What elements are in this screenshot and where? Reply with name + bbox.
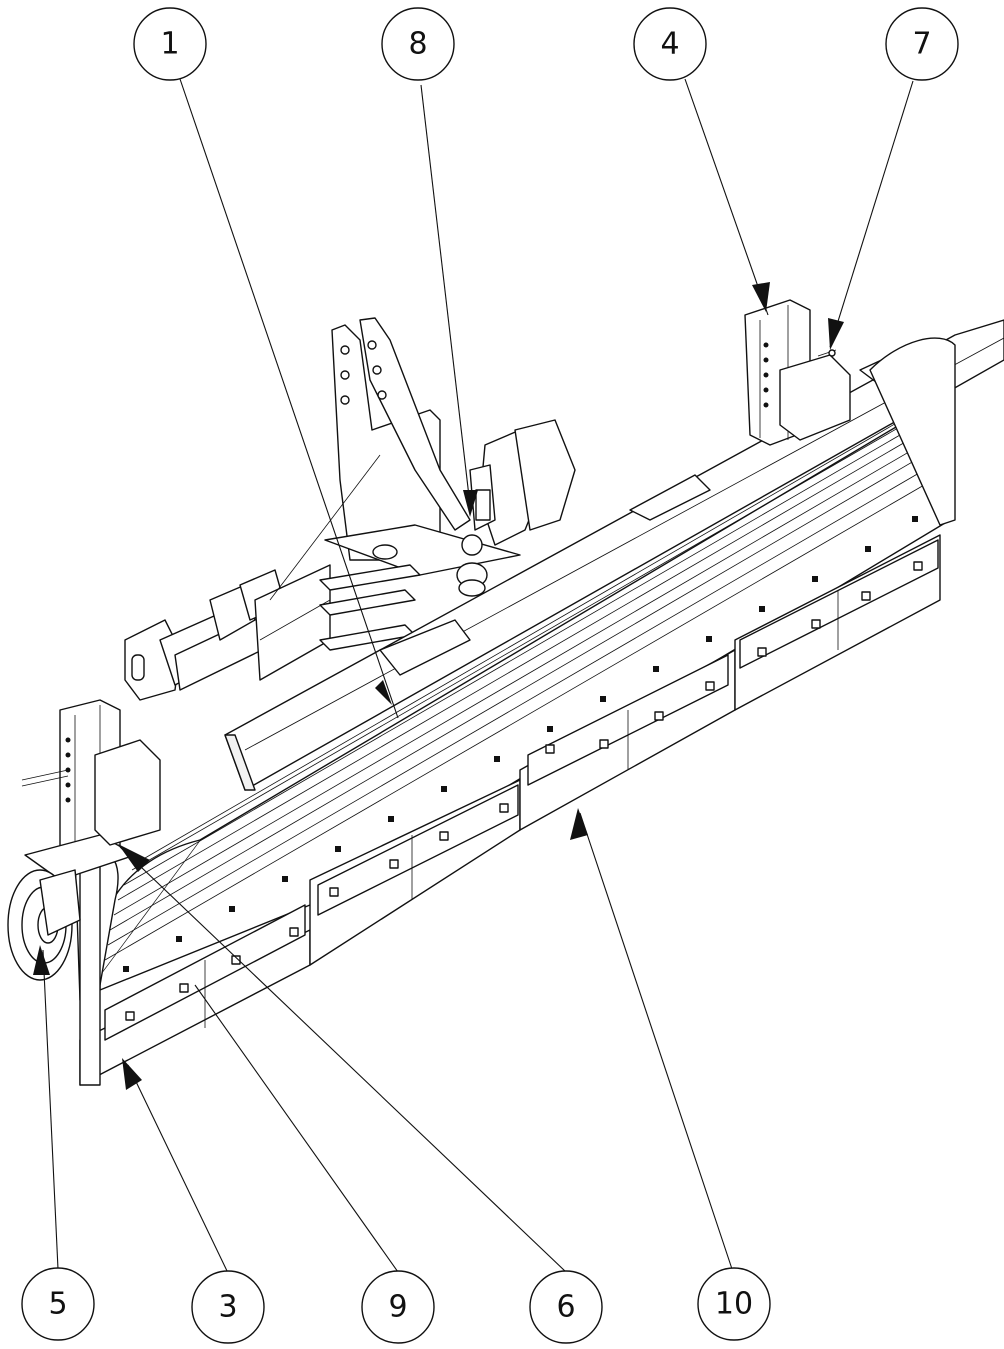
arrowhead-4	[752, 282, 770, 312]
callout-5-label: 5	[48, 1287, 67, 1322]
moldboard	[97, 391, 951, 991]
left-stand	[21, 699, 161, 881]
callout-5: 5	[21, 1267, 95, 1341]
callout-6: 6	[529, 1270, 603, 1344]
leader-4	[684, 78, 769, 316]
callout-7: 7	[885, 7, 959, 81]
moldboard-ribs	[104, 391, 951, 961]
callout-1: 1	[133, 7, 207, 81]
right-stand	[744, 299, 851, 446]
callout-7-label: 7	[912, 27, 931, 62]
leader-lines	[33, 78, 914, 1274]
leader-3	[127, 1064, 229, 1274]
callout-10-label: 10	[715, 1287, 753, 1322]
leader-5	[42, 949, 59, 1270]
arrowhead-5	[33, 945, 50, 975]
callout-9-label: 9	[388, 1290, 407, 1325]
leader-7	[829, 80, 914, 348]
callout-9: 9	[361, 1270, 435, 1344]
callout-4-label: 4	[660, 27, 679, 62]
arrowhead-1	[375, 680, 392, 705]
leader-9	[194, 984, 399, 1273]
callout-4: 4	[633, 7, 707, 81]
arrowhead-7	[828, 318, 844, 350]
arrowhead-3	[122, 1058, 142, 1090]
arrowhead-8	[463, 490, 478, 517]
hitch-frame	[124, 317, 576, 701]
right-end-plate	[869, 337, 956, 526]
callout-10: 10	[697, 1267, 771, 1341]
leader-1	[179, 78, 399, 719]
callout-6-label: 6	[556, 1290, 575, 1325]
callout-8: 8	[381, 7, 455, 81]
callout-3: 3	[191, 1270, 265, 1344]
caster-wheel	[7, 869, 81, 981]
callout-bubbles: 1 8 4 7 5 3 9 6	[21, 7, 959, 1344]
arrowhead-6	[118, 844, 150, 872]
leader-8	[420, 84, 471, 506]
plow-assembly-illustration	[7, 299, 1004, 1086]
pivot-eyebolt	[456, 489, 491, 597]
arrowhead-10	[570, 808, 588, 840]
callout-1-label: 1	[160, 27, 179, 62]
leader-10	[579, 812, 733, 1270]
callout-3-label: 3	[218, 1290, 237, 1325]
callout-8-label: 8	[408, 27, 427, 62]
leader-6	[119, 846, 567, 1273]
moldboard-bolts	[123, 516, 918, 972]
